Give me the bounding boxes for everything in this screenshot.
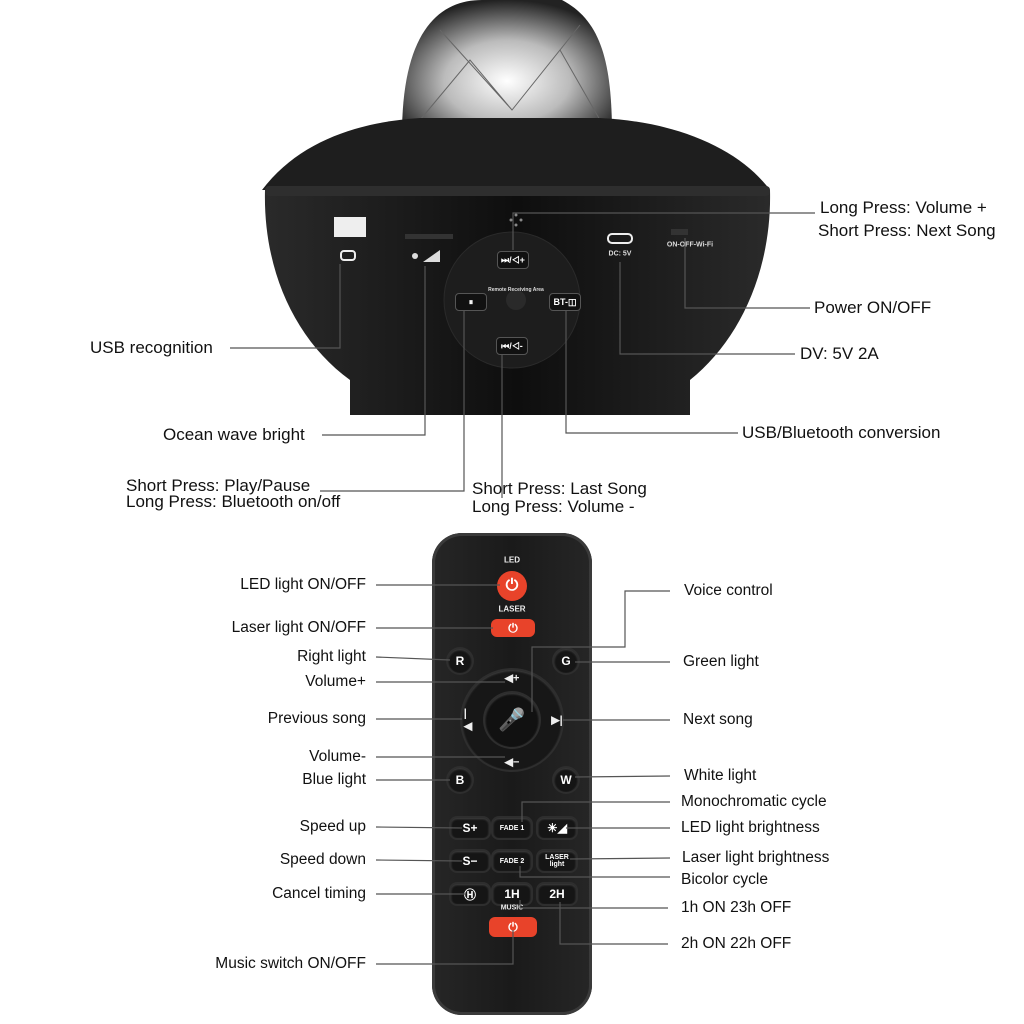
white-light-button[interactable]: W [554,768,578,792]
led-power-button[interactable]: ⏻ [497,571,527,601]
label-voice-control: Voice control [684,582,773,599]
speaker-minus-icon: ◀− [504,756,520,769]
voice-button[interactable]: 🎤 [485,693,539,747]
switch-label: ON-OFF-Wi-Fi [666,241,714,249]
next-icon: ▶| [551,714,563,727]
label-blue-light: Blue light [302,771,366,788]
callout-ocean-wave: Ocean wave bright [163,425,305,444]
label-laser-onoff: Laser light ON/OFF [231,619,366,636]
speed-up-button[interactable]: S+ [451,818,489,838]
label-1h-timer: 1h ON 23h OFF [681,899,792,916]
callout-last-song: Short Press: Last Song [472,479,647,498]
label-right-light: Right light [297,648,366,665]
previous-icon: |◀ [463,707,473,733]
led-label: LED [504,555,520,565]
label-music-switch: Music switch ON/OFF [215,955,366,972]
music-power-button[interactable]: ⏻ [489,917,537,937]
label-previous-song: Previous song [267,710,366,727]
callout-long-press-volume-up: Long Press: Volume + [820,198,987,217]
next-button[interactable]: ▶| [551,714,563,727]
bt-button[interactable]: BT-◫ [549,293,581,311]
callout-power: Power ON/OFF [814,298,932,317]
brightness-slider-icon [405,234,453,262]
green-light-button[interactable]: G [554,649,578,673]
label-bicolor-cycle: Bicolor cycle [681,871,768,888]
laser-brightness-button[interactable]: LASER light [538,851,576,871]
usb-port-icon [334,217,366,261]
volume-up-button[interactable]: ◀+ [505,672,520,685]
projector-device [262,0,771,415]
label-speed-up: Speed up [299,818,366,835]
label-cancel-timing: Cancel timing [272,885,366,902]
play-pause-button[interactable]: ⏸ [455,293,487,311]
fade1-button[interactable]: FADE 1 [493,818,531,838]
last-song-button[interactable]: ⏮/◁- [496,337,528,355]
label-volume-down: Volume- [309,748,366,765]
label-monochromatic-cycle: Monochromatic cycle [681,793,827,810]
callout-usb-bt: USB/Bluetooth conversion [742,423,941,442]
speaker-plus-icon: ◀+ [504,672,520,685]
blue-light-button[interactable]: B [448,768,472,792]
previous-button[interactable]: |◀ [464,708,472,733]
led-brightness-button[interactable]: ☀◢ [538,818,576,838]
label-led-brightness: LED light brightness [681,819,820,836]
callout-volume-down: Long Press: Volume - [472,497,635,516]
cancel-timer-button[interactable]: Ⓗ [451,884,489,904]
music-label: MUSIC [500,904,524,912]
power-switch[interactable] [671,229,688,235]
power-icon: ⏻ [508,620,518,635]
volume-down-button[interactable]: ◀− [505,756,520,769]
timer-2h-button[interactable]: 2H [538,884,576,904]
callout-usb-recognition: USB recognition [90,338,213,357]
timer-1h-button[interactable]: 1H [493,884,531,904]
laser-label: LASER [498,604,526,614]
clock-icon: Ⓗ [463,887,476,902]
power-icon: ⏻ [505,577,519,594]
label-led-onoff: LED light ON/OFF [240,576,366,593]
red-light-button[interactable]: R [448,649,472,673]
power-icon: ⏻ [508,919,518,934]
microphone-icon: 🎤 [498,707,526,732]
crystal-dome [402,0,612,135]
label-speed-down: Speed down [279,851,366,868]
speed-down-button[interactable]: S− [451,851,489,871]
label-2h-timer: 2h ON 22h OFF [681,935,792,952]
callout-short-press-next-song: Short Press: Next Song [818,221,996,240]
remote-area-label: Remote Receiving Area [488,287,544,293]
next-song-button[interactable]: ⏭/◁+ [497,251,529,269]
label-laser-brightness: Laser light brightness [682,849,830,866]
callout-dv: DV: 5V 2A [800,344,879,363]
label-white-light: White light [684,767,757,784]
top-cap [262,118,770,190]
fade2-button[interactable]: FADE 2 [493,851,531,871]
dc-label: DC: 5V [608,250,632,258]
label-volume-up: Volume+ [305,673,366,690]
brightness-icon: ☀◢ [547,821,567,835]
label-next-song: Next song [683,711,753,728]
label-green-light: Green light [683,653,759,670]
laser-power-button[interactable]: ⏻ [491,619,535,637]
callout-play-pause: Short Press: Play/Pause [126,476,311,495]
callout-bluetooth-onoff: Long Press: Bluetooth on/off [126,492,341,511]
